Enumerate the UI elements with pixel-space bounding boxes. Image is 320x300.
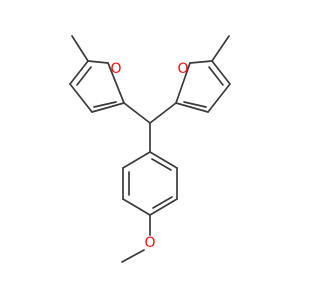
benzene-ring: [122, 151, 178, 216]
bond: [149, 198, 178, 216]
bond: [107, 62, 125, 104]
bond: [91, 102, 125, 113]
bond: [121, 249, 145, 263]
double-bond: [76, 66, 92, 86]
bond: [189, 60, 213, 64]
methoxy-oxygen-label: O: [144, 235, 155, 251]
bond: [175, 102, 209, 113]
bond: [69, 60, 89, 85]
bond: [175, 62, 191, 104]
structure-diagram: O O O: [69, 35, 231, 263]
double-bond: [208, 66, 224, 86]
methyl-bond: [211, 35, 230, 62]
methyl-bond: [71, 35, 89, 62]
central-carbon-bonds: [123, 102, 177, 153]
furan-left-oxygen-label: O: [110, 61, 121, 77]
double-bond: [183, 101, 207, 108]
bond: [149, 102, 177, 124]
left-furan-ring: [69, 35, 125, 113]
double-bond: [93, 101, 117, 108]
bond: [149, 151, 178, 169]
bond: [122, 198, 151, 216]
double-bond: [152, 196, 173, 209]
right-furan-ring: [175, 35, 231, 113]
bond: [123, 102, 151, 124]
bond: [122, 151, 151, 169]
bond: [211, 60, 231, 85]
methoxy-group: [121, 214, 151, 263]
bond: [87, 60, 109, 64]
double-bond: [151, 158, 172, 171]
bond: [69, 83, 93, 113]
bond: [207, 83, 231, 113]
furan-right-oxygen-label: O: [177, 61, 188, 77]
